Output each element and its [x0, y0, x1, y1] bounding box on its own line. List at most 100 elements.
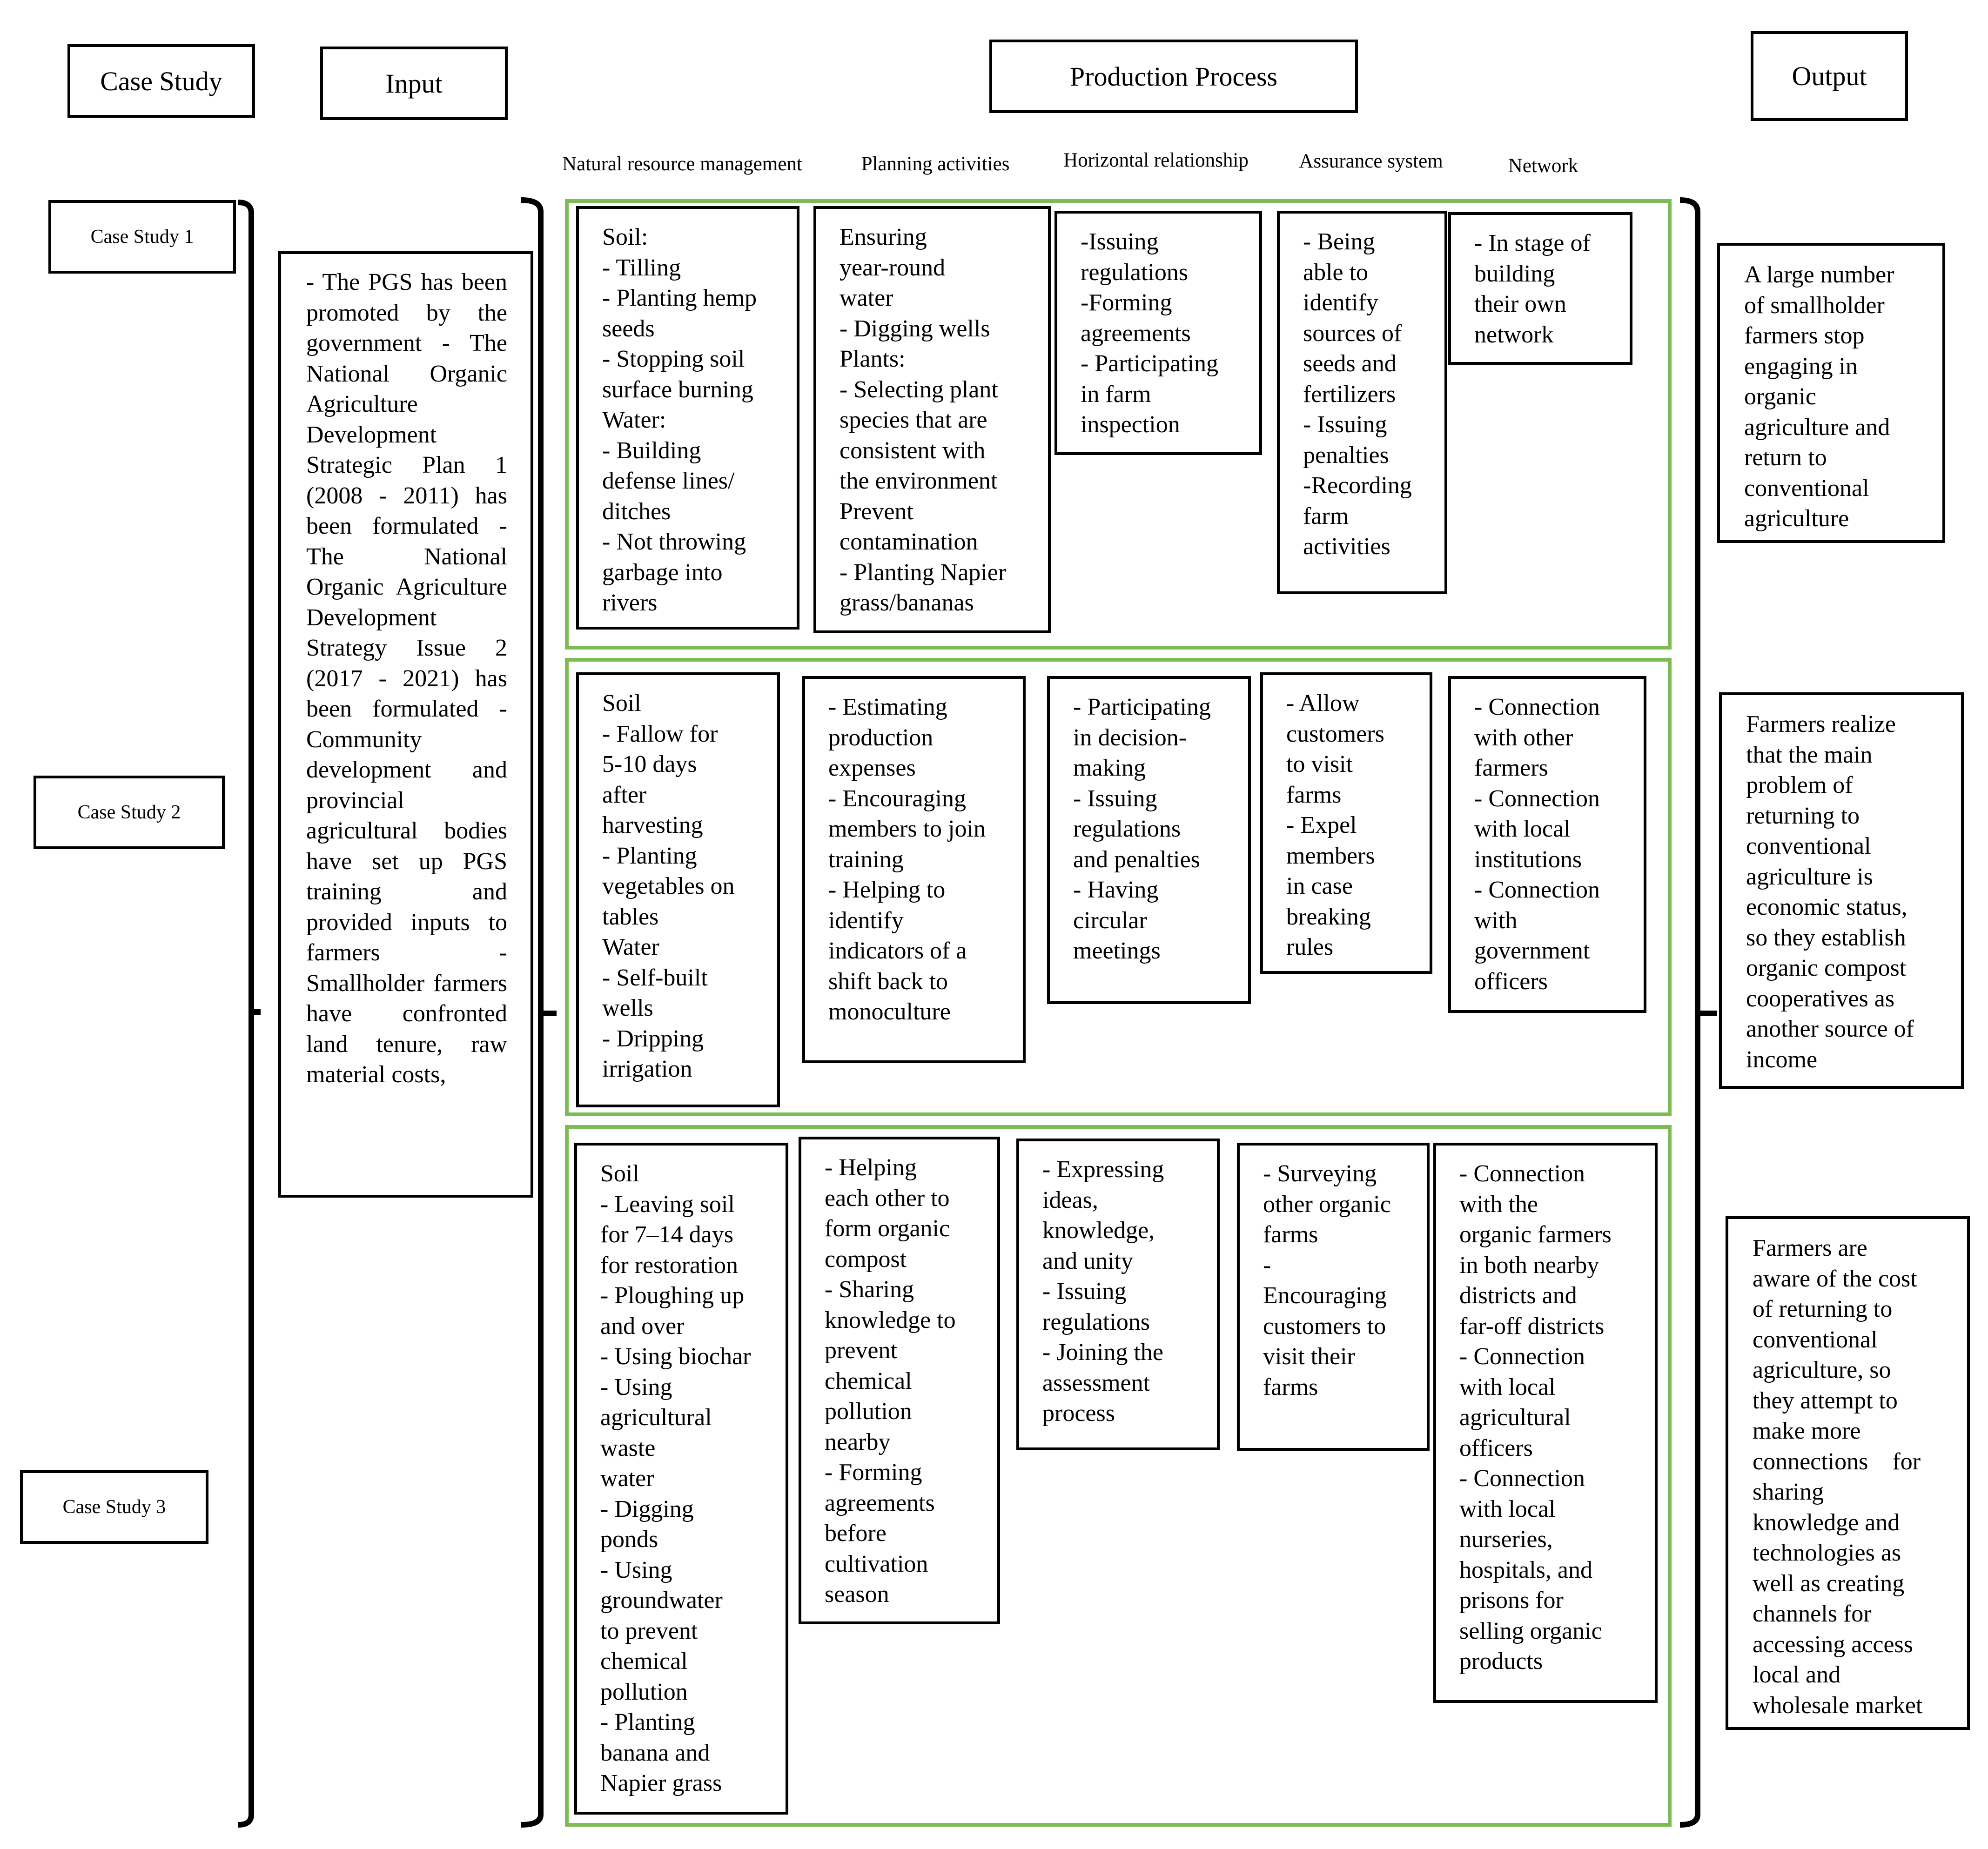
header-input: Input	[320, 47, 508, 120]
cell-line: nurseries,	[1459, 1526, 1553, 1553]
output-line: they attempt to	[1753, 1387, 1898, 1414]
output-line: returning to	[1746, 802, 1860, 829]
cell-line: seeds	[602, 315, 655, 342]
output-line: Farmers are	[1753, 1235, 1867, 1261]
input-text-box: - The PGS has been promoted by the gover…	[278, 251, 533, 1198]
cell-line: before	[825, 1520, 887, 1547]
cell-line: their own	[1474, 291, 1566, 317]
cell-line: shift back to	[828, 968, 948, 995]
output-line: agriculture, so	[1753, 1357, 1891, 1383]
cell-line: seeds and	[1303, 350, 1397, 377]
cell-line: breaking	[1286, 903, 1371, 930]
cell-line: members to join	[828, 816, 986, 842]
cell-line: inspection	[1081, 411, 1180, 438]
header-case-study: Case Study	[67, 44, 255, 118]
cell-line: - Selecting plant	[840, 376, 998, 403]
cell-line: regulations	[1042, 1308, 1150, 1335]
cell-line: - Forming	[825, 1459, 922, 1486]
output-line: agriculture	[1744, 505, 1849, 532]
output-line: aware of the cost	[1753, 1265, 1917, 1292]
cell-line: - Connection	[1474, 694, 1600, 720]
cell-line: districts and	[1459, 1282, 1577, 1309]
cell-line: making	[1073, 755, 1146, 781]
column-label-horizontal: Horizontal relationship	[1063, 149, 1249, 171]
cell-line: - Helping	[825, 1154, 917, 1181]
cell-line: banana and	[600, 1739, 710, 1766]
output-line: conventional	[1746, 833, 1871, 859]
column-label-assurance: Assurance system	[1299, 150, 1443, 172]
cell-line: knowledge,	[1042, 1217, 1155, 1244]
cell-line: cultivation	[825, 1550, 928, 1577]
cell-line: network	[1474, 321, 1554, 348]
cell-line: Encouraging	[1263, 1282, 1387, 1309]
cell-line: the environment	[840, 468, 998, 494]
header-output: Output	[1751, 31, 1908, 121]
cell-line: species that are	[840, 407, 987, 433]
cell-line: farms	[1286, 781, 1342, 808]
cell-line: -Forming	[1081, 289, 1172, 316]
cell-line: -	[1263, 1252, 1271, 1279]
cell-line: water	[600, 1465, 654, 1492]
cell-line: rules	[1286, 934, 1334, 960]
output-line: return to	[1744, 444, 1827, 471]
cell-line: Napier grass	[600, 1770, 722, 1796]
cell-line: - Sharing	[825, 1276, 914, 1303]
output-line: another source of	[1746, 1016, 1914, 1042]
cell-line: and over	[600, 1313, 685, 1340]
case-study-2-label: Case Study 2	[34, 776, 225, 849]
cell-line: Plants:	[840, 346, 906, 372]
cell-line: farms	[1263, 1373, 1318, 1400]
cell-line: -Issuing	[1081, 228, 1159, 255]
cell-line: regulations	[1081, 259, 1189, 286]
cell-line: ditches	[602, 498, 671, 525]
cell-line: 5-10 days	[602, 751, 697, 777]
cell-line: each other to	[825, 1185, 950, 1212]
cell-line: harvesting	[602, 812, 703, 838]
output-line: economic status,	[1746, 894, 1907, 920]
cell-line: compost	[825, 1246, 907, 1273]
cell-line: - Building	[602, 437, 701, 464]
cell-line: nearby	[825, 1428, 891, 1455]
cell-line: - Issuing	[1303, 411, 1387, 438]
cell-line: - Having	[1073, 877, 1159, 903]
cell-line: sources of	[1303, 320, 1402, 347]
cell-line: Soil	[602, 690, 641, 717]
cell-line: - Issuing	[1042, 1278, 1127, 1305]
cell-line: - In stage of	[1474, 230, 1591, 256]
cell-line: Water	[602, 934, 659, 960]
output-line: engaging in	[1744, 353, 1858, 380]
cell-line: ponds	[600, 1526, 658, 1553]
cell-line: to prevent	[600, 1617, 698, 1644]
cell-line: - Encouraging	[828, 785, 967, 812]
cell-line: water	[840, 285, 893, 311]
cell-line: - Digging	[600, 1495, 694, 1522]
cell-line: - Participating	[1073, 694, 1211, 720]
cell-line: - Participating	[1081, 350, 1219, 377]
cell-line: with the	[1459, 1191, 1538, 1218]
cell-line: prevent	[825, 1337, 897, 1364]
cell-line: activities	[1303, 533, 1390, 560]
cell-line: indicators of a	[828, 938, 967, 964]
cell-line: able to	[1303, 259, 1369, 286]
cell-line: far-off districts	[1459, 1313, 1605, 1340]
cell-line: - Planting Napier	[840, 559, 1007, 586]
cell-line: for restoration	[600, 1252, 739, 1279]
cell-line: - Expressing	[1042, 1156, 1164, 1183]
cell-line: farms	[1263, 1221, 1318, 1248]
output-line: A large number	[1744, 261, 1894, 288]
cell-line: pollution	[600, 1678, 688, 1705]
cell-line: surface burning	[602, 376, 753, 403]
cell-line: - Using	[600, 1556, 672, 1583]
output-line: conventional	[1744, 475, 1869, 502]
cell-line: - Connection	[1474, 877, 1600, 903]
cell-line: contamination	[840, 529, 978, 555]
output-line: of returning to	[1753, 1296, 1893, 1322]
cell-line: agricultural	[1459, 1404, 1571, 1431]
cell-line: - Estimating	[828, 694, 947, 720]
